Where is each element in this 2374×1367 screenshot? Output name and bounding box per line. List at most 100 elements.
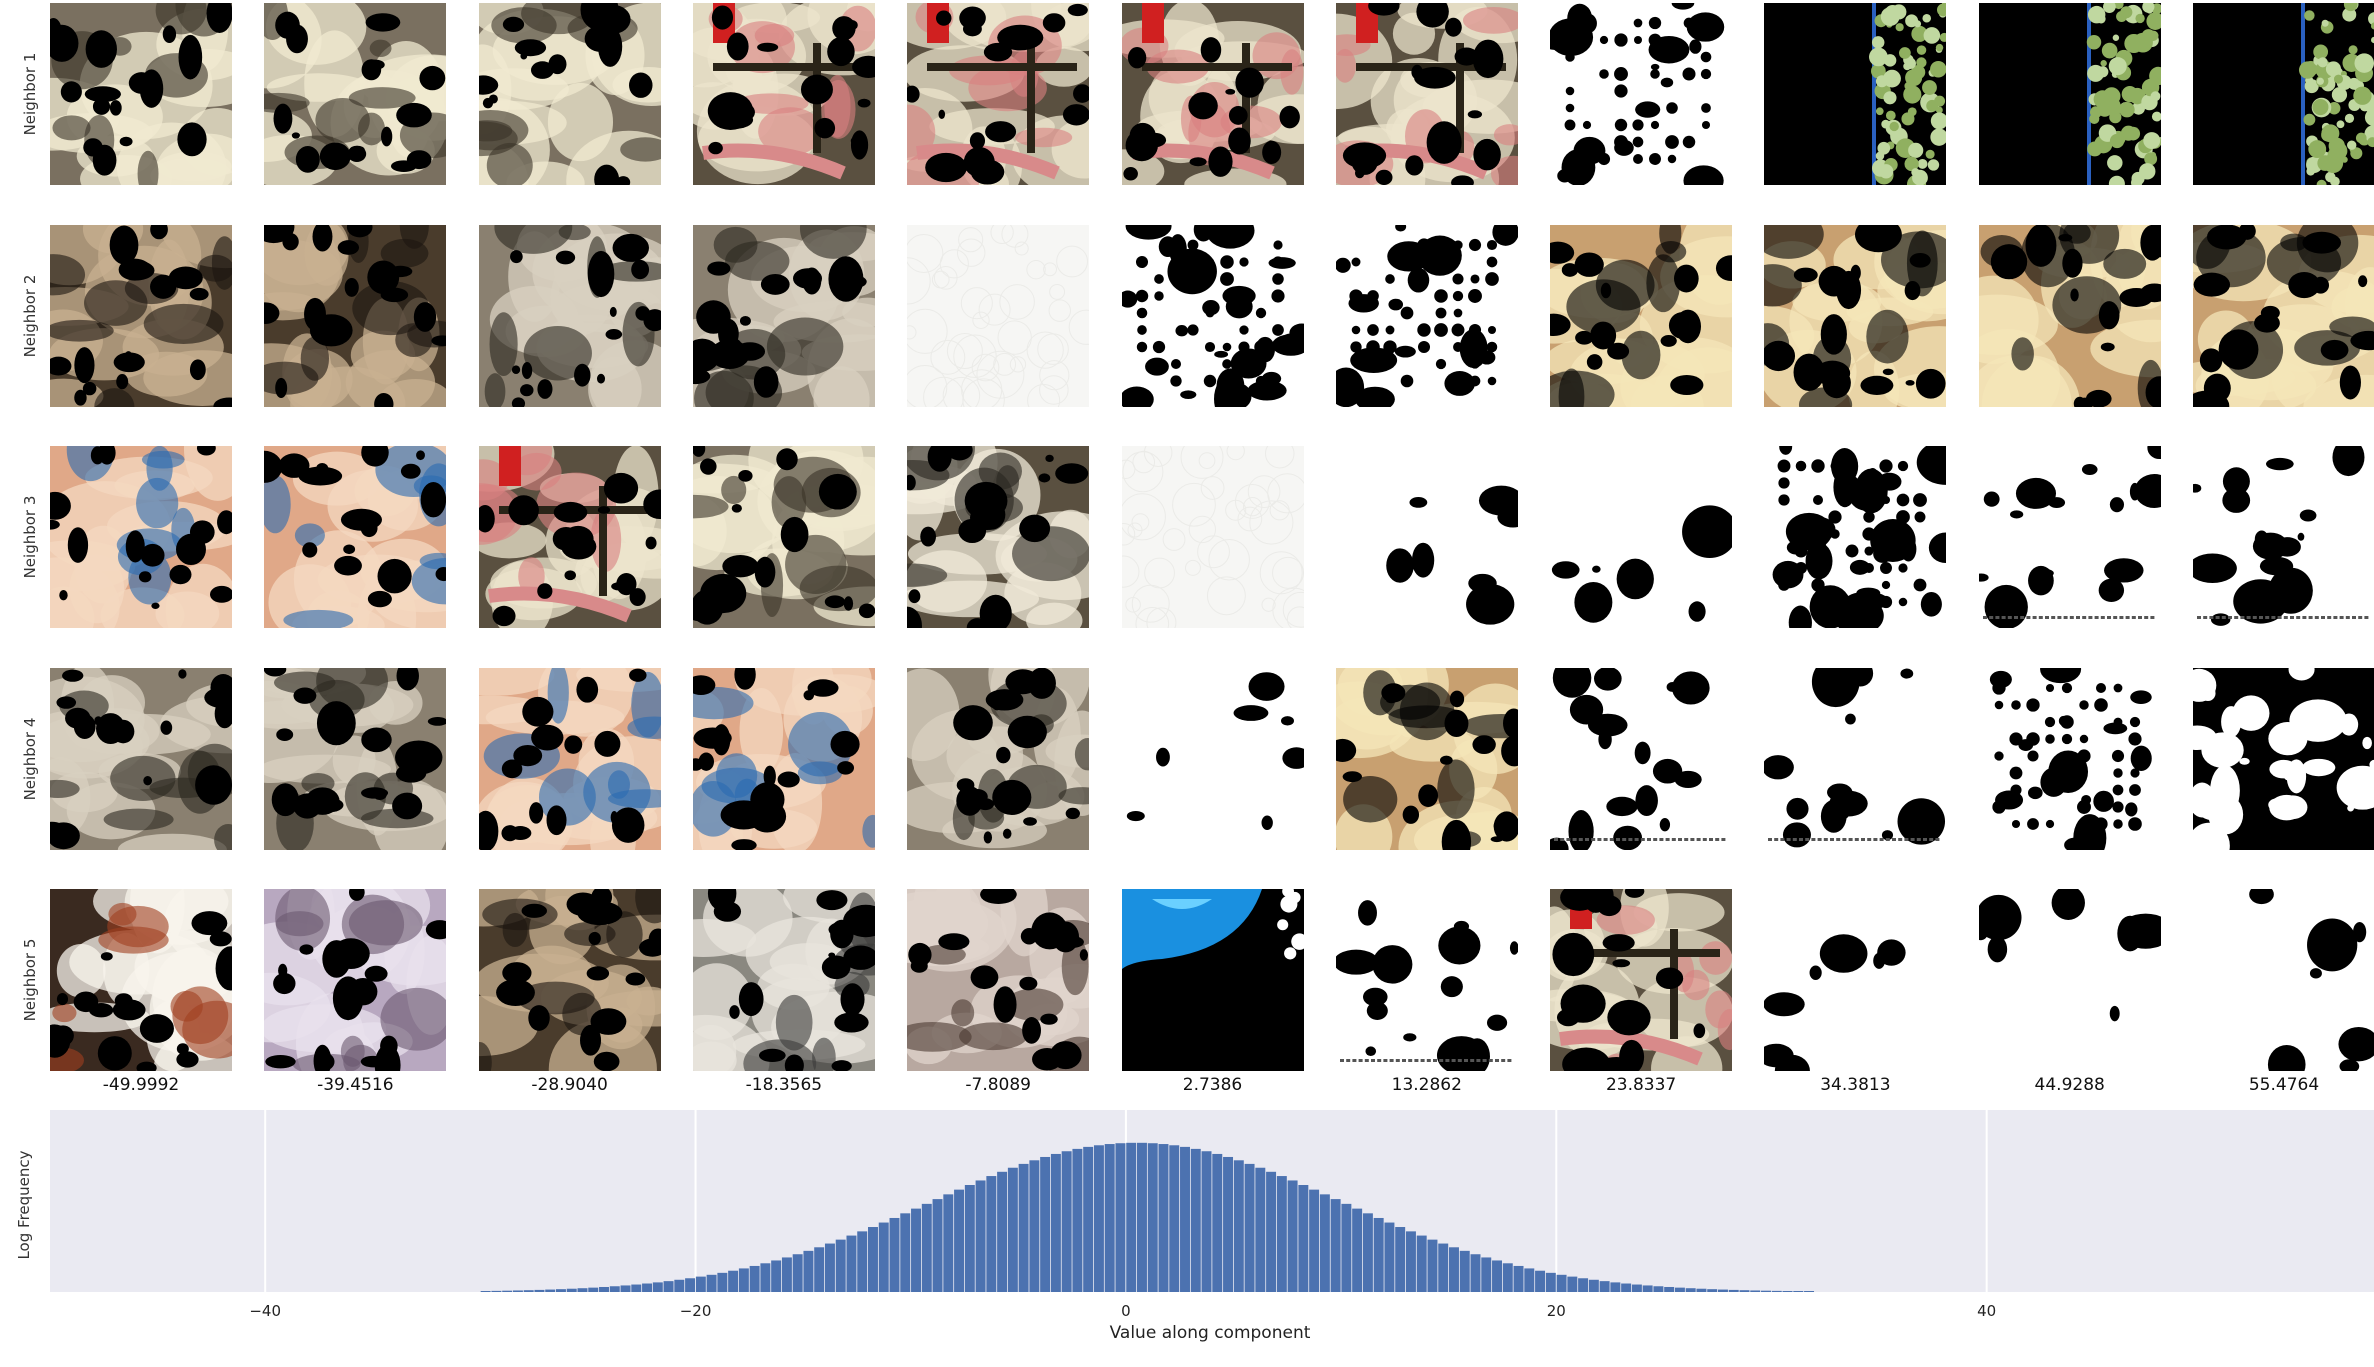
histogram-bar [1707,1289,1718,1292]
histogram-bar [1449,1247,1459,1292]
histogram-bar [1093,1145,1104,1292]
histogram-bar [824,1243,835,1292]
histogram-bar [555,1289,566,1292]
histogram-bar [1502,1263,1513,1292]
histogram-bar [1373,1217,1384,1292]
histogram-bar [1362,1213,1373,1292]
neighbor-3-image-1 [50,446,232,628]
histogram-bar [1040,1156,1051,1292]
histogram-bar [964,1185,975,1292]
histogram-bar [652,1282,663,1292]
histogram-x-tick-label: −40 [249,1302,281,1320]
histogram-bar [642,1283,653,1292]
neighbor-3-image-8 [1550,446,1733,628]
neighbor-3-image-10 [1978,446,2161,628]
histogram-bar [674,1279,685,1292]
histogram-bar [512,1290,523,1292]
histogram-bar [1072,1148,1083,1292]
histogram-bar [1524,1268,1535,1292]
histogram-bar [1685,1288,1696,1292]
histogram-bar [1717,1289,1728,1292]
histogram-bar [1793,1291,1804,1292]
column-value-label: -39.4516 [317,1075,394,1095]
column-value-label: -18.3565 [745,1075,823,1095]
histogram-bar [1126,1142,1137,1292]
neighbor-4-image-1 [50,667,232,850]
histogram-bar [803,1250,814,1292]
histogram-bar [566,1288,577,1292]
row-label-neighbor-1: Neighbor 1 [21,52,39,136]
neighbor-1-image-1 [50,3,232,185]
histogram-bar [792,1254,803,1292]
neighbor-5-image-7 [1335,889,1518,1071]
histogram-bar [1330,1199,1341,1292]
row-label-neighbor-2: Neighbor 2 [21,274,39,357]
histogram-bar [620,1285,631,1292]
histogram-bar [1545,1272,1556,1292]
neighbor-1-image-9 [1764,3,1947,185]
histogram-bar [771,1260,782,1292]
histogram-bar [577,1288,588,1292]
neighbor-1-image-5 [907,3,1090,185]
histogram-bar [685,1278,696,1292]
histogram-bar [1804,1291,1815,1292]
neighbor-4-image-3 [478,667,661,850]
histogram-bar [1266,1171,1277,1292]
histogram-bar [1061,1151,1072,1292]
neighbor-1-image-6 [1121,3,1304,185]
histogram-bar [1298,1185,1309,1292]
column-value-label: 23.8337 [1605,1075,1677,1095]
neighbor-4-image-6 [1121,667,1304,850]
histogram-bar [523,1290,534,1292]
histogram-bar [932,1199,943,1292]
histogram-bar [1599,1281,1610,1292]
histogram-y-label: Log Frequency [15,1150,33,1260]
histogram-bar [1233,1160,1244,1292]
neighbor-2-image-9 [1764,224,1947,407]
histogram-bar [1664,1286,1675,1292]
histogram-bar [1427,1239,1438,1292]
neighbor-4-image-7 [1335,667,1518,850]
histogram-bar [1223,1156,1234,1292]
histogram-bar [738,1268,749,1292]
histogram-bar [1007,1167,1018,1292]
row-label-neighbor-5: Neighbor 5 [21,938,39,1022]
neighbor-5-image-3 [478,889,661,1071]
histogram-bar [1104,1144,1115,1292]
histogram-bar [975,1180,986,1292]
neighbor-3-image-11 [2193,446,2374,628]
histogram-bar [857,1231,868,1292]
neighbor-5-image-8 [1550,889,1733,1071]
histogram-bar [1255,1167,1266,1292]
histogram-bar [1352,1208,1363,1292]
column-value-label: 34.3813 [1820,1075,1891,1095]
histogram-bar [1492,1260,1502,1292]
neighbor-2-image-1 [50,224,232,407]
histogram-bar [1470,1254,1481,1292]
histogram-bar [534,1289,545,1292]
neighbor-1-image-11 [2193,3,2374,185]
histogram-bar [1050,1153,1061,1292]
neighbor-5-image-10 [1978,889,2161,1071]
histogram-bar [1631,1284,1642,1292]
histogram-bar [1287,1180,1298,1292]
histogram-bar [1782,1291,1793,1292]
histogram-bar [1642,1285,1653,1292]
neighbor-2-image-3 [478,224,661,407]
histogram-x-label: Value along component [1109,1323,1311,1343]
histogram-bar [1674,1287,1685,1292]
histogram-bar [1309,1189,1320,1292]
histogram-bar [663,1281,674,1292]
neighbor-1-image-3 [478,3,661,185]
histogram-bar [1588,1279,1599,1292]
histogram-bar [1018,1163,1029,1292]
neighbor-2-image-2 [264,224,447,407]
neighbor-4-image-5 [907,667,1090,850]
histogram-bar [695,1276,706,1292]
neighbor-4-image-2 [264,667,447,850]
neighbor-2-image-8 [1550,224,1733,407]
histogram-bar [1341,1203,1352,1292]
histogram-bar [706,1274,717,1292]
histogram-bar [1535,1270,1546,1292]
histogram-bar [1771,1290,1782,1292]
